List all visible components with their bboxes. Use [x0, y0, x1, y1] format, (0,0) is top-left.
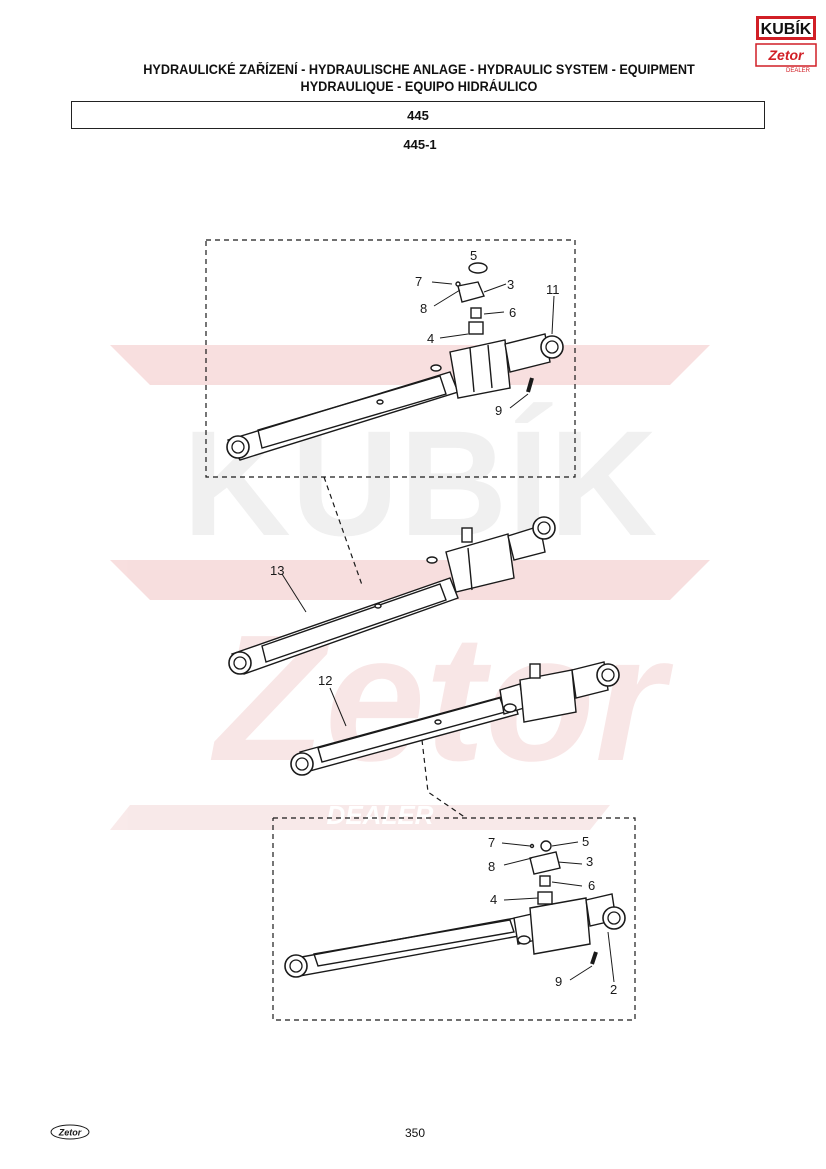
callout-leaders-bottom [501, 841, 615, 983]
callout-number: 6 [588, 878, 595, 893]
footer-zetor-logo: Zetor [50, 1124, 90, 1140]
callouts-top: 5 7 3 8 6 11 4 9 [415, 248, 560, 418]
callout-leader-13 [281, 573, 307, 613]
rod-13 [228, 516, 556, 675]
callout-number: 3 [586, 854, 593, 869]
rod-bottom-detail [284, 840, 626, 978]
callout-number: 6 [509, 305, 516, 320]
callouts-bottom: 7 5 8 3 6 4 9 2 [488, 834, 617, 997]
kubik-zetor-logo: KUBÍK Zetor DEALER [755, 16, 817, 74]
callout-number: 7 [415, 274, 422, 289]
callout-number: 4 [427, 331, 434, 346]
watermark-sub-text: Zetor [210, 598, 674, 799]
logo-brand-text: KUBÍK [761, 19, 812, 38]
callout-leader-12 [329, 687, 347, 727]
logo-sub-text: Zetor [768, 47, 806, 63]
subsection-number: 445-1 [403, 137, 437, 152]
callout-number: 8 [420, 301, 427, 316]
page-title-line-1: HYDRAULICKÉ ZAŘÍZENÍ - HYDRAULISCHE ANLA… [143, 62, 695, 77]
section-number: 445 [407, 108, 429, 123]
page-title-line-2: HYDRAULIQUE - EQUIPO HIDRÁULICO [300, 79, 538, 94]
watermark-dealer-text: DEALER [327, 800, 434, 830]
callout-number: 3 [507, 277, 514, 292]
callout-number: 11 [546, 282, 560, 297]
rod-top-detail [226, 262, 564, 461]
callout-number: 9 [555, 974, 562, 989]
callout-number: 8 [488, 859, 495, 874]
watermark: KUBÍK Zetor DEALER [110, 345, 710, 830]
callout-number: 9 [495, 403, 502, 418]
watermark-brand-text: KUBÍK [183, 399, 658, 567]
callout-number: 5 [582, 834, 589, 849]
callout-number: 7 [488, 835, 495, 850]
callout-number: 2 [610, 982, 617, 997]
page-number: 350 [404, 1126, 426, 1140]
section-box: 445 [71, 101, 765, 129]
detail-frame-bottom [272, 739, 636, 1021]
footer-logo-text: Zetor [58, 1128, 82, 1138]
logo-dealer-text: DEALER [786, 68, 811, 74]
callout-number: 4 [490, 892, 497, 907]
callout-13: 13 [270, 563, 284, 578]
callout-number: 5 [470, 248, 477, 263]
rod-12 [290, 661, 620, 776]
detail-frame-top [205, 239, 576, 586]
callout-leaders-top [431, 281, 555, 409]
callout-12: 12 [318, 673, 332, 688]
